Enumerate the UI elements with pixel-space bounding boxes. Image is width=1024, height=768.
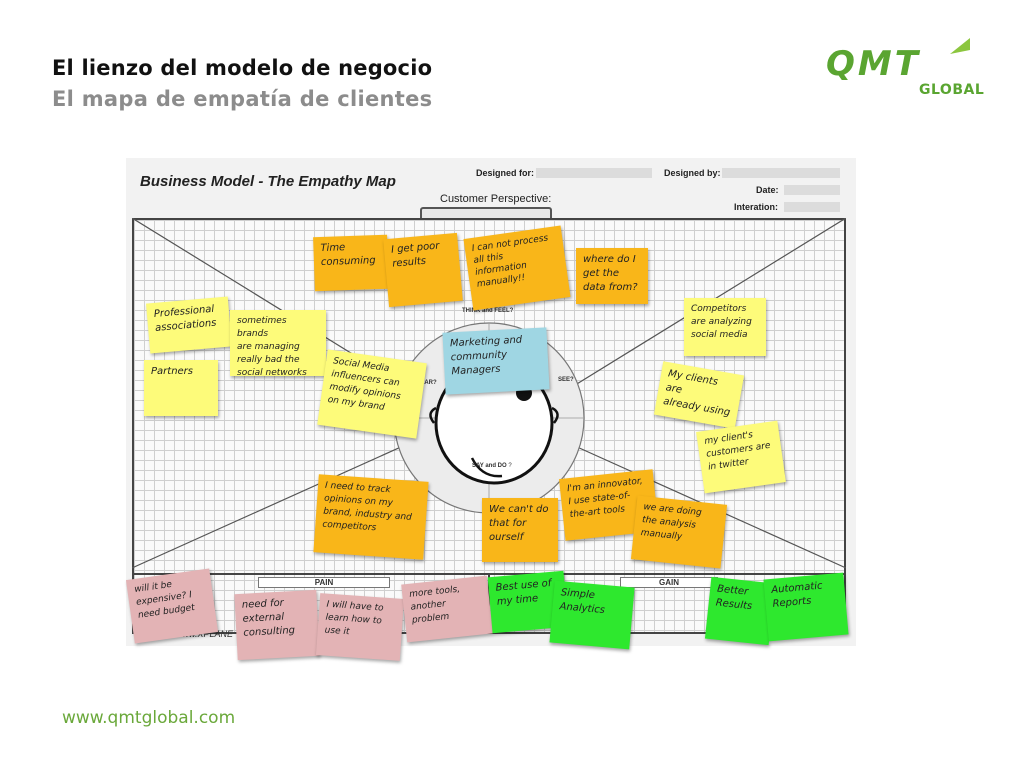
logo-leaf-icon (950, 38, 970, 54)
say-do-label: SAY and DO ? (472, 463, 512, 469)
iteration-label: Interation: (734, 202, 778, 212)
logo-text: QMT (826, 44, 921, 84)
sticky-note-cannot-process: I can not process all this information m… (463, 225, 571, 311)
logo-subtext: GLOBAL (919, 82, 985, 98)
hear-label: HEAR? (416, 380, 437, 386)
sticky-note-brands-bad: sometimes brands are managing really bad… (230, 310, 326, 378)
sticky-note-external-consulting: need for external consulting (234, 589, 320, 661)
sticky-note-professional-associations: Professional associations (145, 296, 233, 354)
iteration-field (784, 202, 840, 212)
gain-label: GAIN (620, 577, 718, 588)
designed-by-label: Designed by: (664, 168, 721, 178)
sticky-note-partners: Partners (144, 360, 218, 416)
sticky-note-cant-do: We can't do that for ourself (482, 498, 558, 562)
customer-perspective-label: Customer Perspective: (440, 193, 552, 205)
see-label: SEE? (558, 377, 574, 383)
designed-for-field (536, 168, 652, 178)
slide-title: El lienzo del modelo de negocio (52, 56, 433, 80)
date-label: Date: (756, 185, 779, 195)
sticky-note-analysis-manually: we are doing the analysis manually (630, 495, 728, 569)
sticky-note-client-twitter: my client's customers are in twitter (696, 420, 786, 494)
sticky-note-simple-analytics: Simple Analytics (549, 580, 635, 650)
sticky-note-learn-use: I will have to learn how to use it (315, 593, 405, 661)
sticky-note-track-opinions: I need to track opinions on my brand, in… (313, 474, 429, 560)
qmt-global-logo: QMT GLOBAL (826, 36, 984, 102)
designed-for-label: Designed for: (476, 168, 535, 178)
slide-subtitle: El mapa de empatía de clientes (52, 87, 433, 111)
designed-by-field (722, 168, 840, 178)
sticky-note-more-tools: more tools, another problem (401, 575, 493, 643)
footer-website-link[interactable]: www.qmtglobal.com (62, 708, 236, 728)
sticky-note-time-consuming: Time consuming (313, 234, 389, 292)
sticky-note-expensive: will it be expensive? I need budget (125, 568, 219, 644)
think-feel-label: THINK and FEEL? (462, 308, 514, 314)
sticky-note-where-data: where do I get the data from? (576, 248, 648, 304)
date-field (784, 185, 840, 195)
pain-label: PAIN (258, 577, 390, 588)
sticky-note-competitors: Competitors are analyzing social media (684, 298, 766, 356)
sticky-note-marketing-managers: Marketing and community Managers (442, 327, 550, 395)
sticky-note-automatic-reports: Automatic Reports (763, 572, 849, 642)
sticky-note-poor-results: I get poor results (383, 232, 463, 308)
sticky-note-social-influencers: Social Media influencers can modify opin… (317, 349, 427, 439)
xplane-credit: www.XPLANE (176, 629, 234, 639)
canvas-title: Business Model - The Empathy Map (140, 173, 396, 190)
empathy-map-canvas: Business Model - The Empathy Map Designe… (126, 158, 856, 646)
